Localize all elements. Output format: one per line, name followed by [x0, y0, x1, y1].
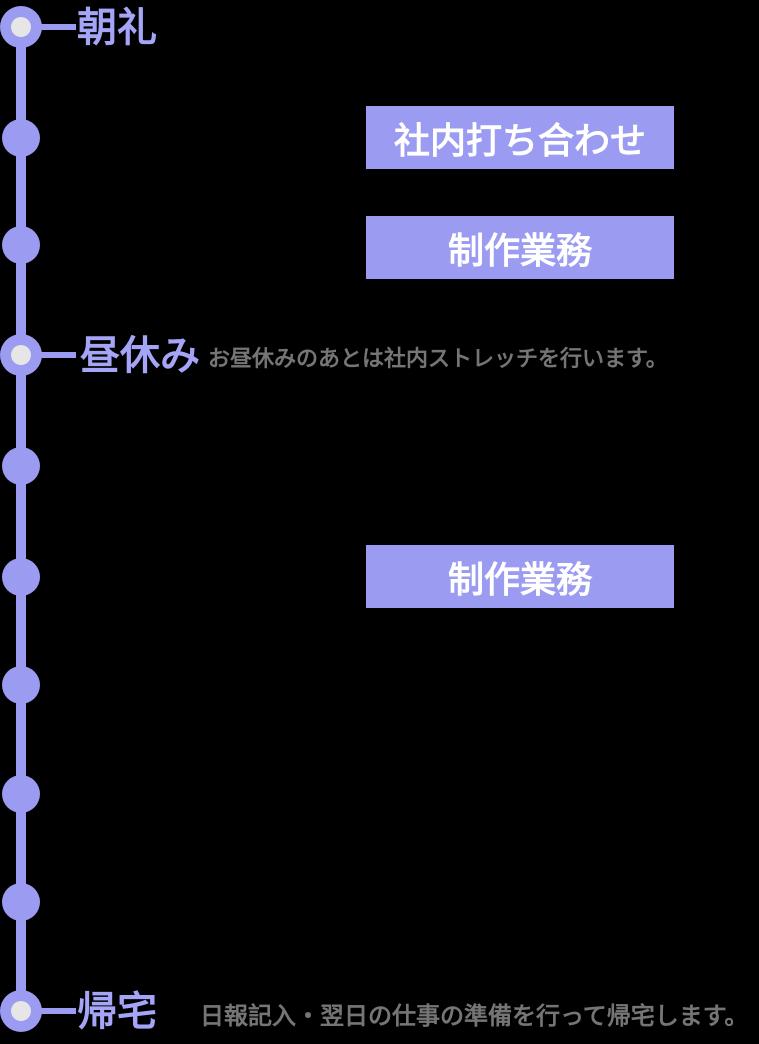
- timeline-node-core: [11, 17, 31, 37]
- timeline-axis-line: [16, 27, 26, 1011]
- event-connector-line: [40, 1008, 76, 1014]
- task-box-production-work-1: 制作業務: [366, 216, 674, 279]
- timeline-node-minor: [2, 666, 40, 704]
- timeline-node-minor: [2, 226, 40, 264]
- task-label-production-work-1: 制作業務: [447, 229, 592, 271]
- timeline-node-minor: [2, 119, 40, 157]
- event-connector-line: [40, 352, 76, 358]
- timeline-node-minor: [2, 883, 40, 921]
- timeline-node-core: [11, 345, 31, 365]
- timeline-node-minor: [2, 558, 40, 596]
- timeline-node-major: [0, 6, 42, 48]
- event-connector-line: [40, 24, 76, 30]
- task-box-production-work-2: 制作業務: [366, 545, 674, 608]
- timeline-node-major: [0, 990, 42, 1032]
- timeline-node-minor: [2, 775, 40, 813]
- event-description-lunch-break: お昼休みのあとは社内ストレッチを行います。: [208, 346, 668, 371]
- timeline-node-core: [11, 1001, 31, 1021]
- task-box-internal-meeting: 社内打ち合わせ: [366, 106, 674, 169]
- task-label-production-work-2: 制作業務: [447, 558, 592, 600]
- event-label-lunch-break: 昼休み: [80, 334, 200, 378]
- event-label-go-home: 帰宅: [77, 990, 157, 1034]
- event-label-morning-assembly: 朝礼: [77, 6, 157, 50]
- event-description-go-home: 日報記入・翌日の仕事の準備を行って帰宅します。: [200, 1003, 749, 1030]
- timeline-node-minor: [2, 447, 40, 485]
- timeline-node-major: [0, 334, 42, 376]
- task-label-internal-meeting: 社内打ち合わせ: [393, 119, 646, 161]
